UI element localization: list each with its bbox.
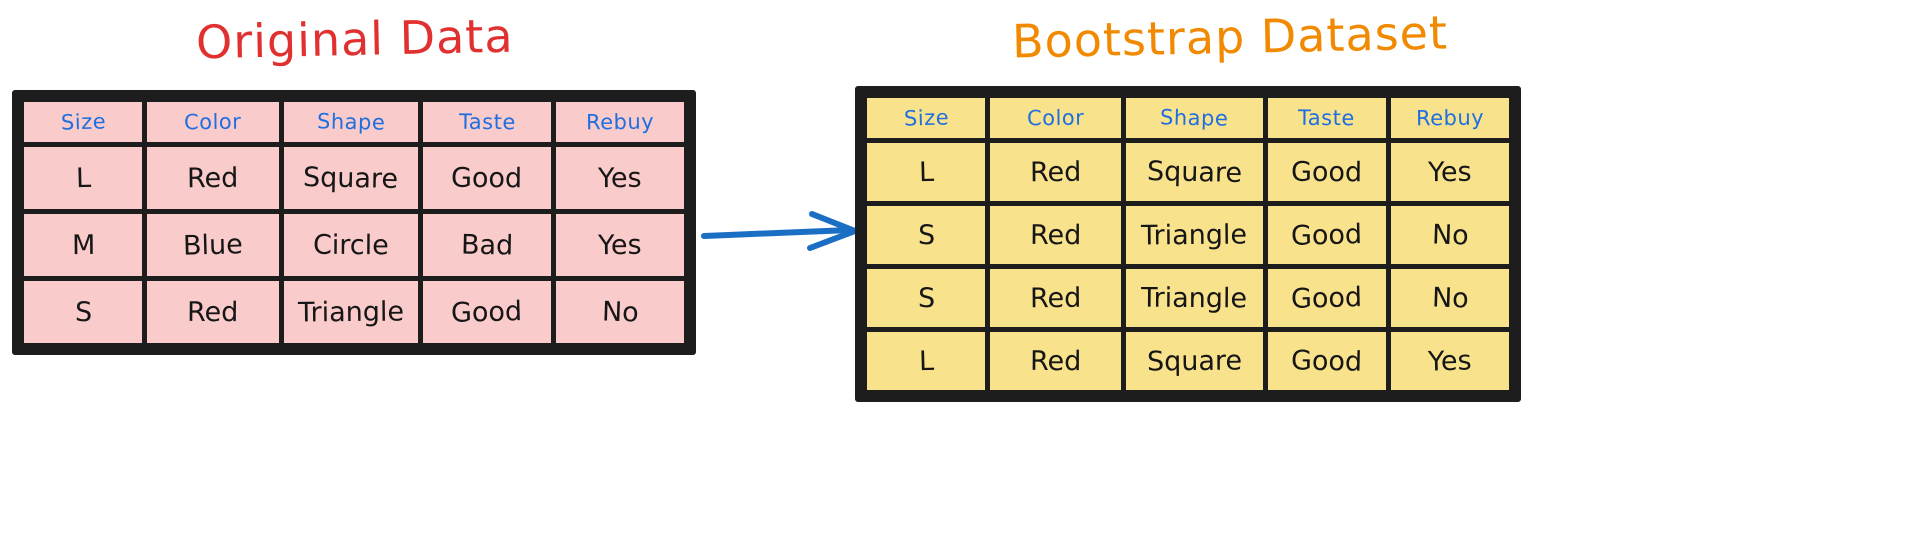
bootstrap-dataset-grid: Size Color Shape Taste Rebuy L Red Squar… xyxy=(862,93,1514,395)
table-row: M Blue Circle Bad Yes xyxy=(24,214,684,276)
column-header-shape: Shape xyxy=(1125,98,1263,138)
original-data-body: Size Color Shape Taste Rebuy L Red Squar… xyxy=(24,102,684,343)
bootstrap-dataset-body: Size Color Shape Taste Rebuy L Red Squar… xyxy=(867,98,1509,390)
cell-taste: Good xyxy=(1267,206,1386,264)
bootstrap-dataset-title: Bootstrap Dataset xyxy=(1011,5,1449,69)
table-row: L Red Square Good Yes xyxy=(867,143,1509,201)
column-header-shape: Shape xyxy=(283,102,418,142)
cell-taste: Good xyxy=(422,147,551,209)
cell-color: Red xyxy=(990,332,1121,390)
cell-rebuy: Yes xyxy=(1390,143,1509,201)
cell-color: Red xyxy=(990,269,1121,327)
cell-rebuy: Yes xyxy=(555,147,684,209)
table-row: S Red Triangle Good No xyxy=(24,281,684,343)
bootstrap-dataset-table: Size Color Shape Taste Rebuy L Red Squar… xyxy=(855,86,1521,402)
cell-color: Red xyxy=(147,147,279,209)
table-row: L Red Square Good Yes xyxy=(24,147,684,209)
cell-rebuy: No xyxy=(555,281,684,343)
table-row: S Red Triangle Good No xyxy=(867,269,1509,327)
flow-arrow xyxy=(701,211,858,251)
column-header-color: Color xyxy=(147,102,279,142)
cell-taste: Good xyxy=(1267,143,1386,201)
cell-taste: Good xyxy=(1267,269,1386,327)
cell-shape: Triangle xyxy=(1125,269,1263,327)
column-header-taste: Taste xyxy=(422,102,551,142)
column-header-rebuy: Rebuy xyxy=(1390,98,1509,138)
cell-rebuy: Yes xyxy=(1390,332,1509,390)
cell-shape: Circle xyxy=(283,214,418,276)
original-data-title: Original Data xyxy=(195,8,514,70)
table-row: L Red Square Good Yes xyxy=(867,332,1509,390)
cell-size: L xyxy=(24,147,143,209)
cell-size: S xyxy=(867,269,986,327)
column-header-color: Color xyxy=(990,98,1121,138)
cell-rebuy: No xyxy=(1390,206,1509,264)
cell-size: S xyxy=(24,281,143,343)
cell-shape: Triangle xyxy=(283,281,418,343)
cell-taste: Good xyxy=(1267,332,1386,390)
table-header-row: Size Color Shape Taste Rebuy xyxy=(24,102,684,142)
column-header-size: Size xyxy=(24,102,143,142)
cell-taste: Bad xyxy=(422,214,551,276)
cell-size: L xyxy=(867,143,986,201)
original-data-table: Size Color Shape Taste Rebuy L Red Squar… xyxy=(12,90,696,355)
cell-color: Red xyxy=(147,281,279,343)
cell-rebuy: No xyxy=(1390,269,1509,327)
cell-size: L xyxy=(867,332,986,390)
column-header-size: Size xyxy=(867,98,986,138)
table-row: S Red Triangle Good No xyxy=(867,206,1509,264)
column-header-rebuy: Rebuy xyxy=(555,102,684,142)
cell-color: Red xyxy=(990,143,1121,201)
cell-size: S xyxy=(867,206,986,264)
cell-shape: Square xyxy=(283,147,418,209)
cell-taste: Good xyxy=(422,281,551,343)
cell-shape: Square xyxy=(1125,332,1263,390)
column-header-taste: Taste xyxy=(1267,98,1386,138)
table-header-row: Size Color Shape Taste Rebuy xyxy=(867,98,1509,138)
cell-color: Blue xyxy=(147,214,279,276)
cell-rebuy: Yes xyxy=(555,214,684,276)
cell-color: Red xyxy=(990,206,1121,264)
cell-shape: Square xyxy=(1125,143,1263,201)
original-data-grid: Size Color Shape Taste Rebuy L Red Squar… xyxy=(19,97,689,348)
cell-size: M xyxy=(24,214,143,276)
cell-shape: Triangle xyxy=(1125,206,1263,264)
